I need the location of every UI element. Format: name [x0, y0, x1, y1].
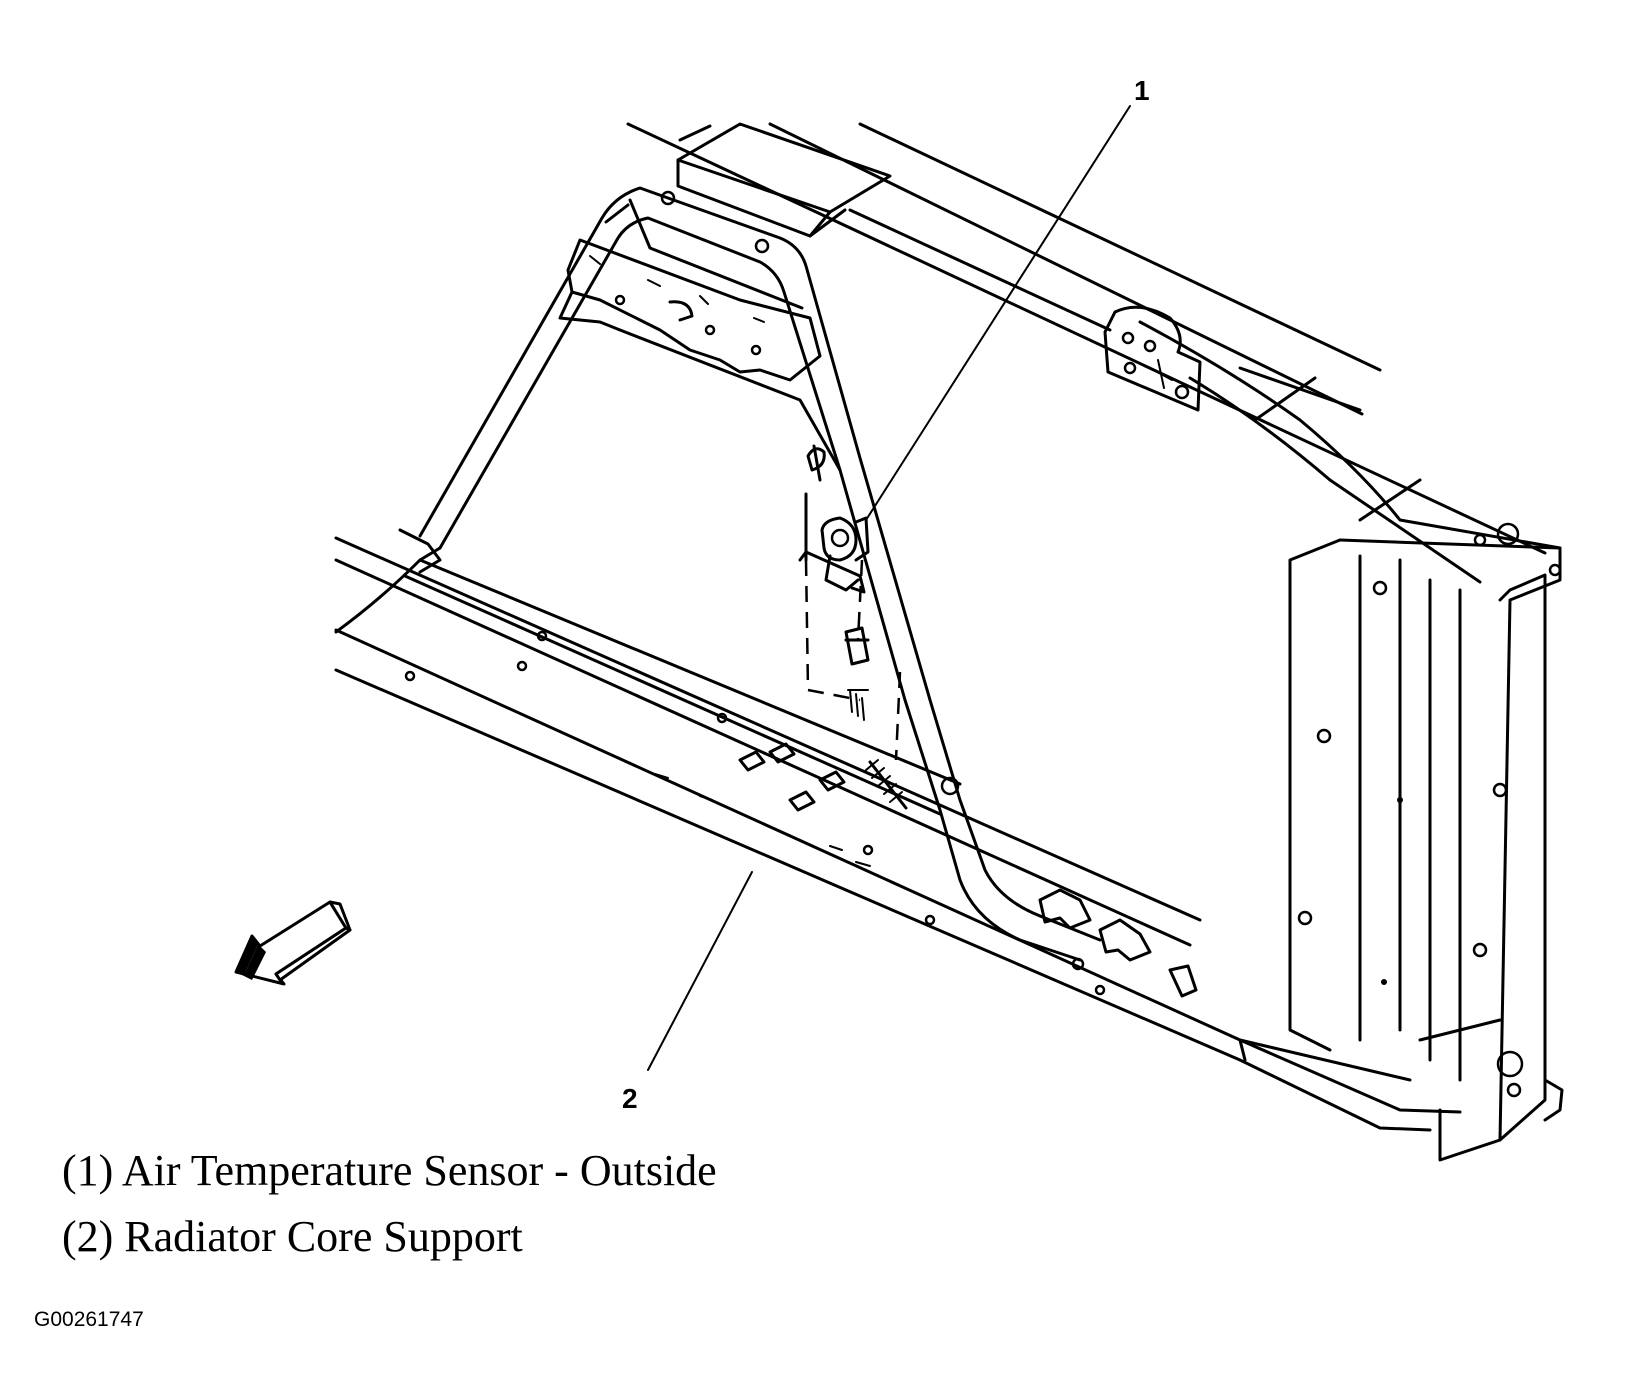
callout-2: 2	[622, 871, 753, 1114]
callout-number-1: 1	[1134, 75, 1150, 106]
air-temperature-sensor	[798, 444, 902, 761]
legend: (1) Air Temperature Sensor - Outside (2)…	[62, 1138, 717, 1270]
legend-item-2: (2) Radiator Core Support	[62, 1212, 523, 1261]
lower-tie-bar	[334, 528, 1462, 1132]
latch-bracket	[1103, 305, 1202, 412]
callout-1: 1	[865, 75, 1150, 521]
legend-item-1: (1) Air Temperature Sensor - Outside	[62, 1146, 717, 1195]
right-upright	[1288, 522, 1564, 1162]
callout-number-2: 2	[622, 1083, 638, 1114]
left-support-tube	[418, 186, 1102, 962]
figure-id: G00261747	[34, 1308, 144, 1331]
upper-tie-bar	[626, 122, 1562, 584]
direction-arrow-icon	[234, 900, 352, 986]
